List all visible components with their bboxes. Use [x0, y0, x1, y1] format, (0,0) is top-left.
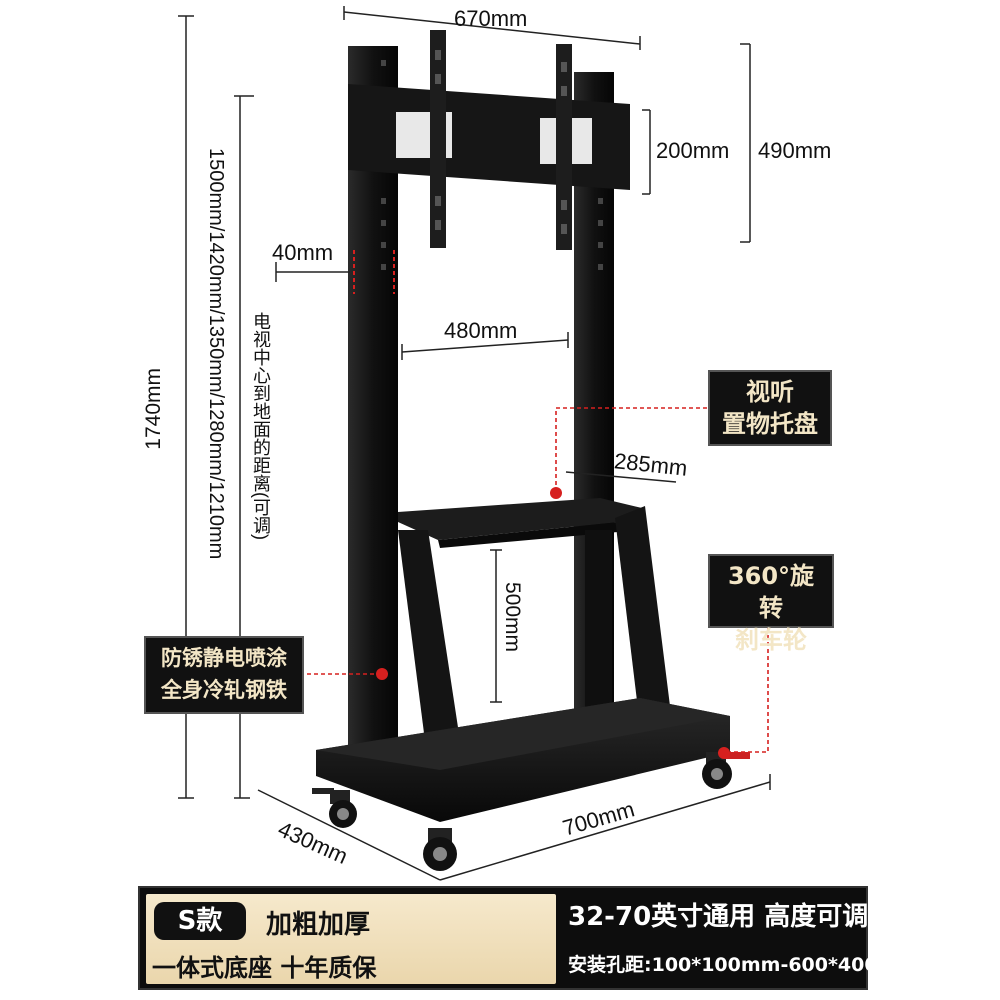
coating-callout-line-2: 全身冷轧钢铁 [161, 678, 287, 702]
top-width-label: 670mm [454, 6, 528, 31]
wheel-callout-line-2: 刹车轮 [735, 626, 807, 654]
feature-base-warranty: 一体式底座 十年质保 [152, 954, 377, 982]
wheel-callout: 360°旋转 刹车轮 [708, 554, 834, 654]
caster-wheels [312, 752, 750, 871]
tray-width-label: 480mm [444, 318, 518, 343]
callout-leaders [300, 407, 769, 753]
frame-legs [398, 506, 672, 780]
mount-bracket [348, 30, 630, 250]
bracket-height-label: 200mm [656, 138, 730, 163]
mount-height-label: 490mm [758, 138, 832, 163]
coating-callout-line-1: 防锈静电喷涂 [161, 646, 287, 670]
av-tray [398, 498, 642, 548]
feature-banner: S款 加粗加厚 一体式底座 十年质保 32-70英寸通用 高度可调 安装孔距:1… [138, 886, 917, 990]
spacing-marks [353, 250, 395, 294]
size-range-text: 32-70英寸通用 高度可调 [568, 902, 869, 932]
tray-height-label: 500mm [501, 582, 524, 653]
hole-spacing-label: 40mm [272, 240, 334, 265]
tray-callout-line-1: 视听 [746, 378, 794, 406]
hole-spec-text: 安装孔距:100*100mm-600*400mm [568, 954, 918, 976]
tray-callout-line-2: 置物托盘 [722, 410, 818, 438]
center-height-options-label: 1500mm/1420mm/1350mm/1280mm/1210mm [205, 148, 227, 560]
dimension-lines [178, 6, 771, 881]
wheel-callout-line-1: 360°旋转 [727, 562, 815, 622]
center-height-caption: 电视中心到地面的距离(可调) [251, 312, 271, 540]
base-platform [316, 698, 730, 822]
coating-callout: 防锈静电喷涂 全身冷轧钢铁 [144, 636, 304, 714]
total-height-label: 1740mm [142, 368, 165, 450]
feature-thick: 加粗加厚 [266, 910, 371, 940]
feature-panel: S款 加粗加厚 一体式底座 十年质保 [146, 894, 556, 984]
model-badge: S款 [154, 902, 246, 940]
tray-callout: 视听 置物托盘 [708, 370, 832, 446]
